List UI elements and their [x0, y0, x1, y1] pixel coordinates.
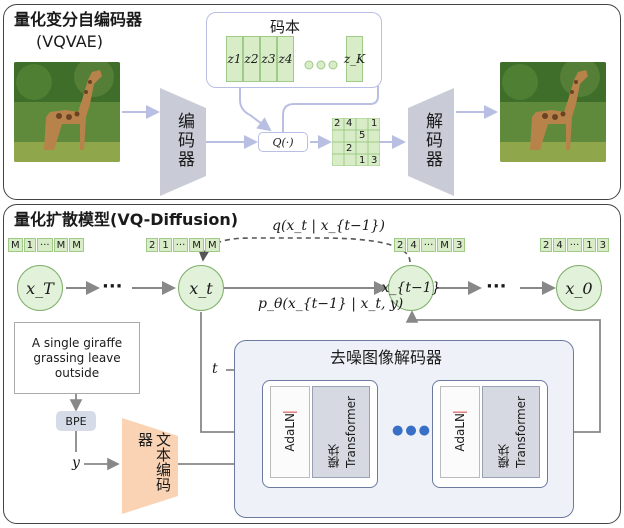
y-label: y [72, 455, 80, 471]
node-xt: x_t [178, 265, 224, 311]
vqdiffusion-title: 量化扩散模型(VQ-Diffusion) [14, 210, 239, 229]
decoder-label: 解码器 [422, 112, 442, 169]
encoder-trapezoid [160, 88, 206, 196]
codebook-title: 码本 [270, 18, 301, 36]
codebook-entry: z1 [226, 36, 243, 82]
transformer-module-2: Transformer 模块 [482, 386, 540, 478]
decoder-trapezoid [408, 88, 454, 196]
encoder-label: 编码器 [174, 112, 194, 169]
reverse-process-label: p_θ(x_{t−1} | x_t, y) [258, 296, 404, 312]
forward-process-label: q(x_t | x_{t−1}) [272, 218, 385, 234]
codebook-ellipsis-dots [304, 55, 344, 74]
codebook-entry: z4 [277, 36, 294, 82]
vqvae-title: 量化变分自编码器 [14, 10, 143, 29]
codebook-entry: z2 [243, 36, 260, 82]
caption-textbox: A single giraffe grassing leave outside [14, 322, 140, 394]
quantize-op: Q(·) [258, 132, 308, 152]
node-x0: x_0 [556, 265, 602, 311]
adaln-2: AdaLN [440, 386, 480, 478]
chain-ellipsis-left: ··· [102, 276, 123, 297]
codebook-entry-k: z_K [344, 36, 365, 82]
node-xT: x_T [17, 265, 63, 311]
text-encoder-trapezoid [122, 418, 178, 514]
vqvae-subtitle: (VQVAE) [36, 32, 103, 51]
denoising-decoder-title: 去噪图像解码器 [330, 348, 443, 367]
text-encoder-label: 文本编码器 [136, 432, 172, 492]
bpe-tokenizer: BPE [56, 411, 96, 431]
transformer-module-1: Transformer 模块 [312, 386, 370, 478]
vqvae-connectors [122, 86, 498, 149]
input-giraffe-image [14, 62, 120, 162]
codebook-entry: z3 [260, 36, 277, 82]
chain-ellipsis-right: ··· [486, 276, 507, 297]
t-label: t [212, 361, 218, 377]
adaln-1: AdaLN [270, 386, 310, 478]
blocks-ellipsis-dots: ●●● [392, 423, 433, 438]
node-xt-minus-1: x_{t−1} [382, 265, 441, 311]
token-grid: 2 4 1 5 2 1 3 [332, 118, 380, 166]
output-giraffe-image [500, 62, 606, 162]
